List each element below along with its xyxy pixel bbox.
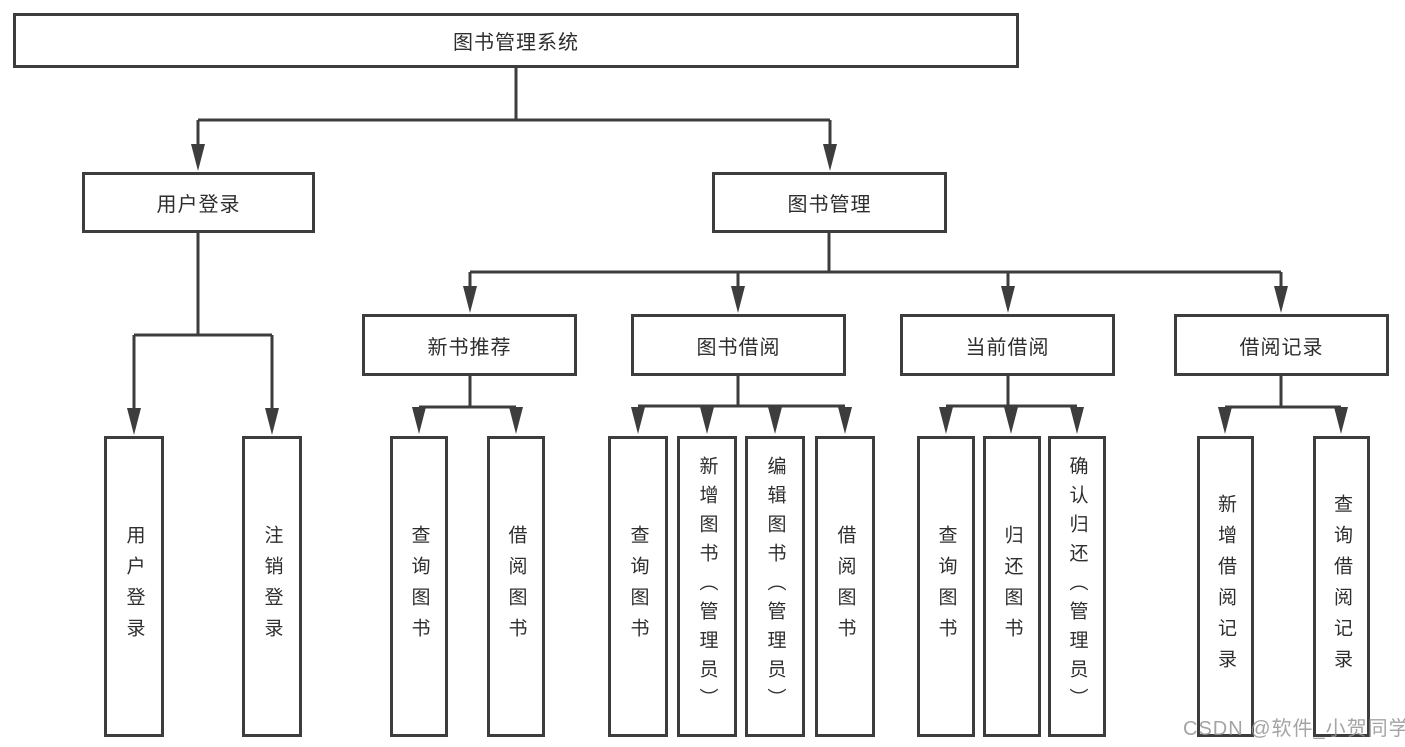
leaf-edit-books-admin: 编辑图书（管理员） [745, 436, 805, 737]
leaf-user-login: 用户登录 [104, 436, 164, 737]
csdn-watermark: CSDN @软件_小贺同学 [1183, 718, 1405, 740]
node-new-book-recommendation: 新书推荐 [362, 314, 577, 376]
node-library-management-system: 图书管理系统 [13, 13, 1019, 68]
leaf-query-borrow-record: 查询借阅记录 [1313, 436, 1370, 737]
leaf-logout: 注销登录 [242, 436, 302, 737]
node-borrowing-records: 借阅记录 [1174, 314, 1389, 376]
leaf-query-books-current: 查询图书 [917, 436, 975, 737]
node-user-login-branch: 用户登录 [82, 172, 315, 233]
node-current-borrowing: 当前借阅 [900, 314, 1115, 376]
leaf-confirm-return-admin: 确认归还（管理员） [1048, 436, 1106, 737]
leaf-query-books-borrowing: 查询图书 [608, 436, 668, 737]
node-book-management-branch: 图书管理 [712, 172, 947, 233]
leaf-add-books-admin: 新增图书（管理员） [677, 436, 737, 737]
leaf-add-borrow-record: 新增借阅记录 [1197, 436, 1254, 737]
leaf-borrow-books-recommend: 借阅图书 [487, 436, 545, 737]
node-book-borrowing: 图书借阅 [631, 314, 846, 376]
leaf-return-books: 归还图书 [983, 436, 1041, 737]
leaf-query-books-recommend: 查询图书 [390, 436, 448, 737]
leaf-borrow-books: 借阅图书 [815, 436, 875, 737]
